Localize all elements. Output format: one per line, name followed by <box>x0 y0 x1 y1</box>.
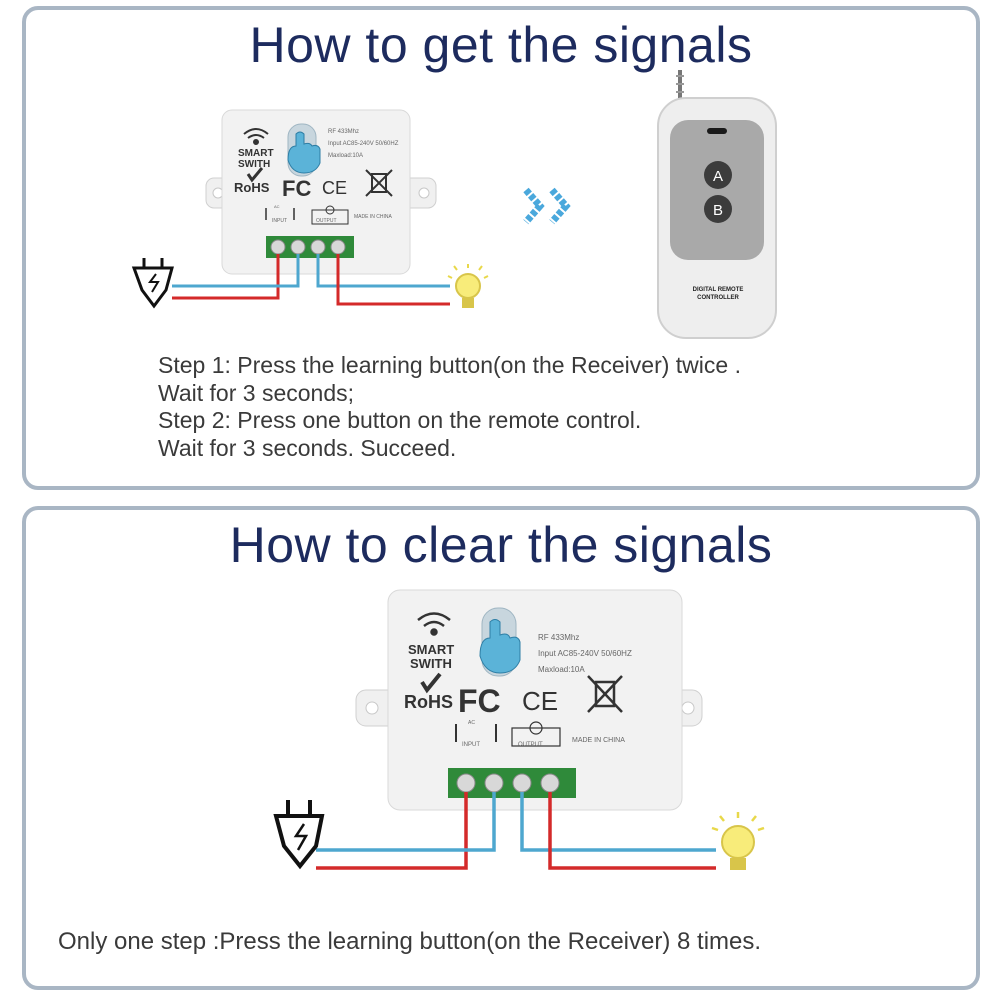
ac-label: AC <box>274 204 280 209</box>
brand-line2: SWITH <box>238 159 270 170</box>
ce-mark: CE <box>522 686 558 716</box>
input-label: INPUT <box>462 742 480 748</box>
weee-bin-icon <box>587 675 623 713</box>
step-line-2: Wait for 3 seconds; <box>158 379 355 406</box>
hand-pointer-icon <box>287 131 321 174</box>
brand-line1: SMART <box>408 642 454 657</box>
input-spec: Input AC85-240V 50/60HZ <box>328 141 399 147</box>
made-in-label: MADE IN CHINA <box>572 737 625 744</box>
wifi-icon <box>243 128 269 145</box>
rf-spec: RF 433Mhz <box>538 633 579 642</box>
rohs-mark: RoHS <box>234 180 270 195</box>
fcc-mark: FC <box>458 683 501 719</box>
double-chevron-arrow-icon <box>523 187 571 225</box>
receiver-module: SMART SWITH RF 433Mhz Input AC85-240V 50… <box>355 589 703 811</box>
output-lamp-icon <box>511 721 561 747</box>
clear-signals-panel: How to clear the signals SMART SWITH RF … <box>22 506 980 990</box>
get-signals-title: How to get the signals <box>249 17 753 73</box>
input-terminal-icon <box>265 208 295 220</box>
checkmark-icon <box>420 672 442 694</box>
brand-line1: SMART <box>238 148 274 159</box>
remote-label-line1: DIGITAL REMOTE <box>693 287 744 293</box>
remote-button-b: B <box>713 202 723 219</box>
input-terminal-icon <box>455 724 497 742</box>
get-steps: Step 1: Press the learning button(on the… <box>158 352 741 462</box>
hand-pointer-icon <box>479 619 521 674</box>
remote-button-a: A <box>713 168 723 185</box>
load-spec: Maxload:10A <box>328 153 363 159</box>
wires <box>316 792 716 870</box>
made-in-label: MADE IN CHINA <box>354 214 392 220</box>
clear-wiring-diagram: SMART SWITH RF 433Mhz Input AC85-240V 50… <box>273 589 765 870</box>
rf-spec: RF 433Mhz <box>328 129 359 135</box>
output-lamp-icon <box>311 205 349 225</box>
ac-label: AC <box>468 720 475 726</box>
get-wiring-diagram: SMART SWITH RF 433Mhz Input AC85-240V 50… <box>131 70 777 339</box>
input-label: INPUT <box>272 218 287 224</box>
checkmark-icon <box>246 167 264 183</box>
power-plug-icon <box>131 258 174 309</box>
input-spec: Input AC85-240V 50/60HZ <box>538 649 632 658</box>
ce-mark: CE <box>322 178 347 198</box>
remote-label-line2: CONTROLLER <box>697 295 739 301</box>
brand-line2: SWITH <box>410 656 452 671</box>
step-line-4: Wait for 3 seconds. Succeed. <box>158 434 457 461</box>
get-signals-panel: How to get the signals SMART SWITH RF 43… <box>22 6 980 490</box>
remote-control: A B DIGITAL REMOTE CONTROLLER <box>657 70 777 339</box>
power-plug-icon <box>273 800 325 870</box>
wifi-icon <box>417 612 451 636</box>
weee-bin-icon <box>365 169 393 197</box>
step-line-3: Step 2: Press one button on the remote c… <box>158 407 642 433</box>
light-bulb-icon <box>711 812 765 870</box>
rohs-mark: RoHS <box>404 692 453 712</box>
fcc-mark: FC <box>282 176 311 201</box>
clear-signals-title: How to clear the signals <box>229 517 773 573</box>
load-spec: Maxload:10A <box>538 665 585 674</box>
output-label: OUTPUT <box>316 218 337 224</box>
light-bulb-icon <box>447 264 489 308</box>
wires <box>172 254 450 306</box>
clear-step: Only one step :Press the learning button… <box>58 928 762 955</box>
output-label: OUTPUT <box>518 742 543 748</box>
receiver-module: SMART SWITH RF 433Mhz Input AC85-240V 50… <box>205 109 437 275</box>
step-line-1: Step 1: Press the learning button(on the… <box>158 352 741 378</box>
